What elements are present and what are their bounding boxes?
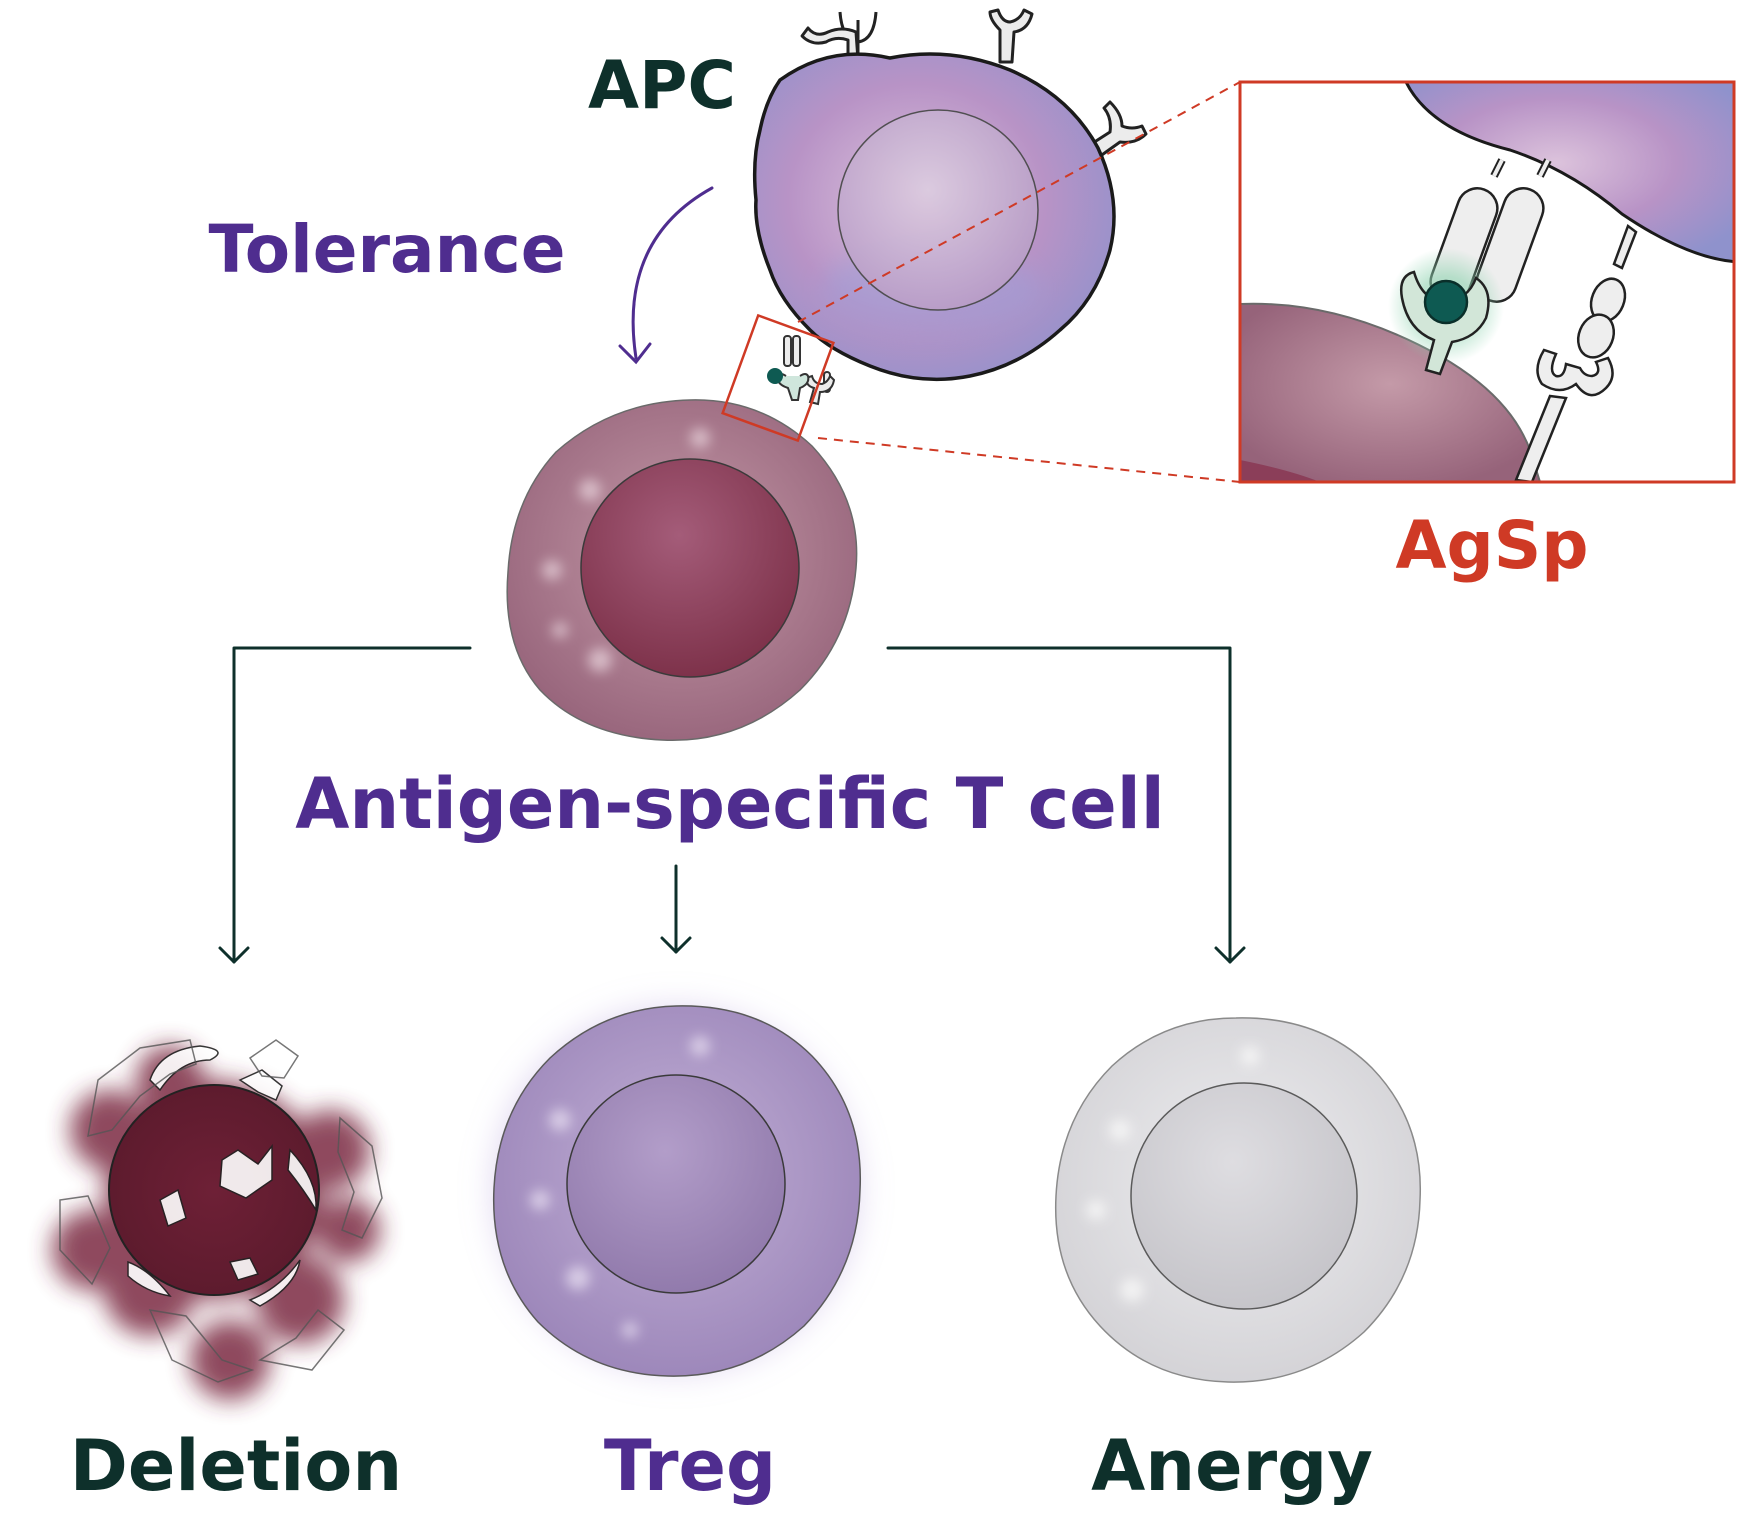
anergy-label: Anergy [1091,1425,1373,1507]
treg-label: Treg [604,1425,776,1507]
apc-cell [752,52,1116,382]
branch-arrows [218,646,1246,964]
deletion-label: Deletion [70,1425,402,1507]
antigen-large [1423,279,1469,325]
anergy-nucleus [1130,1082,1358,1310]
antigen-specific-t-cell [506,399,858,742]
t-cell-label: Antigen-specific T cell [295,763,1165,845]
zoom-connectors [797,81,1241,483]
apc-label: APC [588,47,736,124]
apc-nucleus [837,109,1039,311]
synapse-receptors [776,335,836,406]
anergy-cell [1054,1017,1422,1383]
deletion-cell [52,1039,383,1400]
zoom-box [721,313,835,443]
treg-nucleus [566,1074,786,1294]
treg-cell [476,990,876,1390]
agsp-label: AgSp [1395,507,1588,584]
zoom-inset [1238,80,1736,484]
t-cell-nucleus [580,458,800,678]
antigen-small [767,368,783,384]
tolerance-arrow [618,186,714,365]
tolerance-label: Tolerance [209,211,566,288]
